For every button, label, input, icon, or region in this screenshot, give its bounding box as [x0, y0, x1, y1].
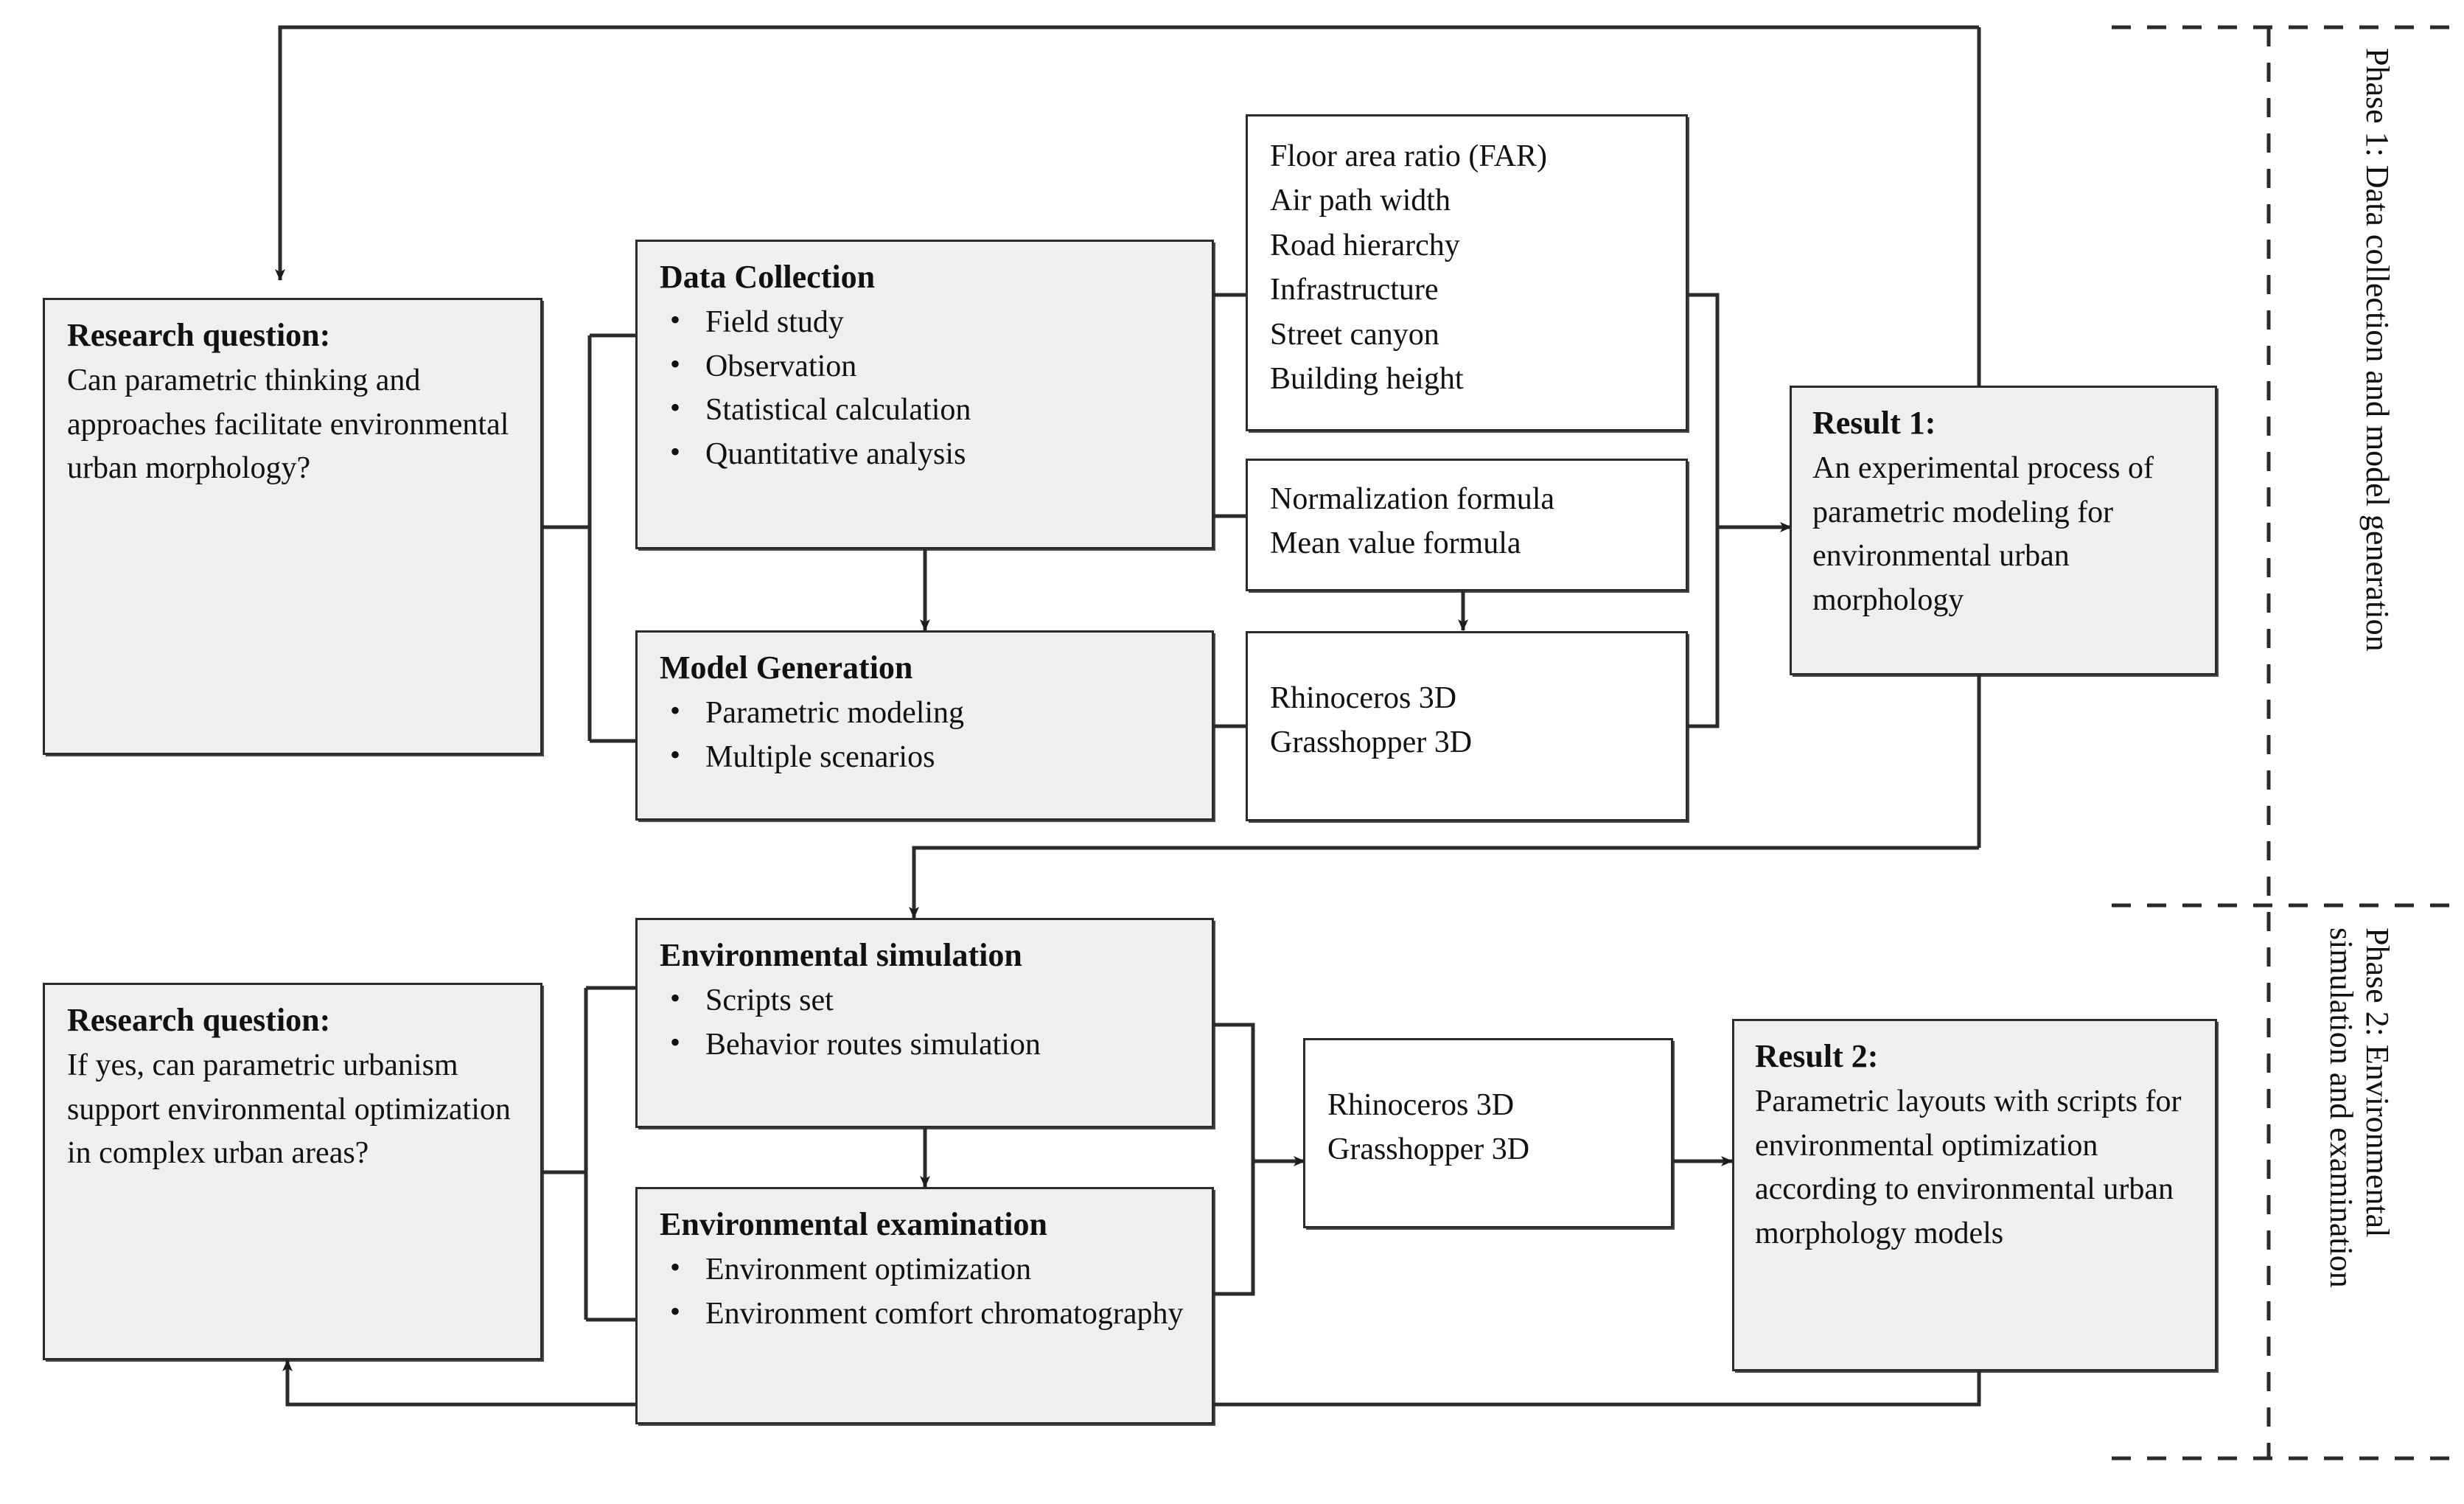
software-phase2-list: Rhinoceros 3D Grasshopper 3D: [1327, 1083, 1652, 1172]
data-collection-list: Field study Observation Statistical calc…: [660, 299, 1193, 477]
list-item: Multiple scenarios: [660, 734, 1193, 780]
phase-2-label-line1: Phase 2: Environmental: [2359, 927, 2395, 1238]
result-1-box[interactable]: Result 1: An experimental process of par…: [1790, 386, 2217, 675]
research-question-1-body: Can parametric thinking and approaches f…: [67, 363, 509, 486]
parameters-list: Floor area ratio (FAR) Air path width Ro…: [1270, 134, 1666, 402]
list-item: Behavior routes simulation: [660, 1022, 1193, 1068]
result-1-title: Result 1:: [1812, 405, 1936, 441]
edge-params-to-trunk: [1686, 293, 1720, 527]
formulas-box[interactable]: Normalization formula Mean value formula: [1246, 459, 1688, 591]
list-item: Normalization formula: [1270, 482, 1555, 516]
data-collection-box[interactable]: Data Collection Field study Observation …: [635, 240, 1214, 549]
list-item: Statistical calculation: [660, 387, 1193, 433]
list-item: Scripts set: [660, 978, 1193, 1023]
result-2-body: Parametric layouts with scripts for envi…: [1755, 1084, 2182, 1250]
result-2-title: Result 2:: [1755, 1038, 1879, 1074]
research-question-2-box[interactable]: Research question: If yes, can parametri…: [43, 983, 542, 1360]
model-generation-list: Parametric modeling Multiple scenarios: [660, 690, 1193, 780]
parameters-box[interactable]: Floor area ratio (FAR) Air path width Ro…: [1246, 114, 1688, 431]
list-item: Road hierarchy: [1270, 228, 1460, 262]
list-item: Observation: [660, 344, 1193, 389]
data-collection-title: Data Collection: [660, 259, 876, 295]
software-phase2-box[interactable]: Rhinoceros 3D Grasshopper 3D: [1303, 1038, 1673, 1228]
formulas-list: Normalization formula Mean value formula: [1270, 477, 1666, 566]
environmental-simulation-title: Environmental simulation: [660, 937, 1022, 973]
list-item: Infrastructure: [1270, 273, 1439, 307]
research-question-2-body: If yes, can parametric urbanism support …: [67, 1048, 511, 1171]
phase-2-label-wrap: Phase 2: Environmental simulation and ex…: [2322, 927, 2395, 1288]
research-question-1-title: Research question:: [67, 317, 331, 353]
result-1-body: An experimental process of parametric mo…: [1812, 450, 2154, 617]
phase-2-label-line2: simulation and examination: [2322, 927, 2359, 1288]
software-phase1-list: Rhinoceros 3D Grasshopper 3D: [1270, 676, 1666, 765]
list-item: Grasshopper 3D: [1327, 1132, 1530, 1167]
list-item: Air path width: [1270, 184, 1451, 218]
phase-1-label: Phase 1: Data collection and model gener…: [2359, 48, 2395, 652]
research-question-2-title: Research question:: [67, 1002, 331, 1038]
list-item: Rhinoceros 3D: [1270, 681, 1457, 715]
environmental-examination-list: Environment optimization Environment com…: [660, 1247, 1193, 1337]
edge-envsim-to-merge: [1212, 1023, 1255, 1161]
environmental-examination-title: Environmental examination: [660, 1206, 1048, 1242]
software-phase1-box[interactable]: Rhinoceros 3D Grasshopper 3D: [1246, 631, 1688, 821]
environmental-simulation-list: Scripts set Behavior routes simulation: [660, 978, 1193, 1068]
list-item: Quantitative analysis: [660, 431, 1193, 477]
list-item: Field study: [660, 299, 1193, 345]
model-generation-title: Model Generation: [660, 650, 913, 686]
list-item: Floor area ratio (FAR): [1270, 139, 1547, 173]
list-item: Environment comfort chromatography: [660, 1291, 1193, 1337]
list-item: Grasshopper 3D: [1270, 725, 1473, 760]
list-item: Street canyon: [1270, 317, 1439, 352]
edge-software1-to-trunk: [1686, 527, 1720, 728]
environmental-simulation-box[interactable]: Environmental simulation Scripts set Beh…: [635, 918, 1214, 1128]
edge-phase1-to-phase2: [909, 846, 1979, 919]
list-item: Building height: [1270, 362, 1464, 397]
list-item: Rhinoceros 3D: [1327, 1088, 1515, 1122]
environmental-examination-box[interactable]: Environmental examination Environment op…: [635, 1187, 1214, 1424]
list-item: Parametric modeling: [660, 690, 1193, 736]
result-2-box[interactable]: Result 2: Parametric layouts with script…: [1732, 1019, 2217, 1371]
research-question-1-box[interactable]: Research question: Can parametric thinki…: [43, 298, 542, 755]
list-item: Environment optimization: [660, 1247, 1193, 1292]
list-item: Mean value formula: [1270, 526, 1521, 561]
model-generation-box[interactable]: Model Generation Parametric modeling Mul…: [635, 630, 1214, 821]
phase-1-label-wrap: Phase 1: Data collection and model gener…: [2359, 48, 2395, 652]
edge-envexam-to-merge: [1212, 1161, 1255, 1296]
